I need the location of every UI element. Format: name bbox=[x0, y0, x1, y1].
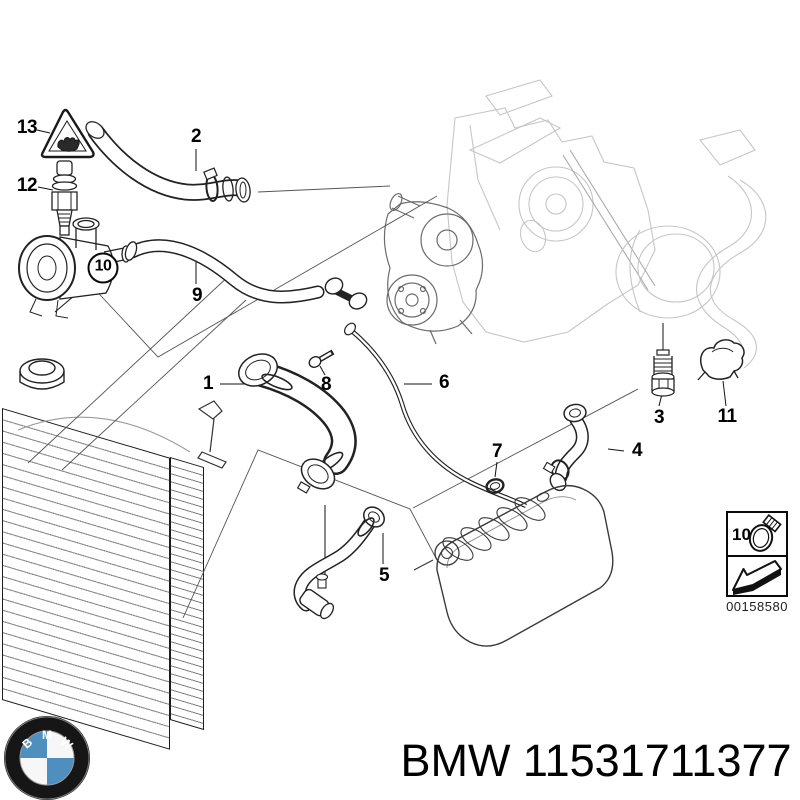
callout-leader-lines bbox=[36, 129, 727, 576]
callout-10: 10 bbox=[87, 252, 119, 284]
water-pump-outline bbox=[383, 192, 484, 345]
logo-letter-m: M bbox=[42, 728, 52, 742]
callout-13: 13 bbox=[16, 117, 38, 138]
hose-part-4 bbox=[542, 403, 589, 492]
hose-part-9 bbox=[124, 239, 368, 310]
o-ring-part-7 bbox=[485, 478, 505, 494]
engine-block-outline bbox=[17, 79, 767, 453]
part-number-label: BMW 11531711377 bbox=[400, 735, 792, 786]
hose-clamp-icon bbox=[748, 514, 782, 552]
callout-2: 2 bbox=[190, 126, 202, 147]
callout-6: 6 bbox=[438, 372, 450, 393]
callout-11: 11 bbox=[717, 406, 737, 427]
callout-5: 5 bbox=[378, 565, 390, 586]
bmw-roundel-logo: B M W bbox=[4, 716, 90, 800]
oil-cooler bbox=[413, 484, 614, 647]
callout-7: 7 bbox=[491, 441, 503, 462]
bolt-part-8 bbox=[308, 349, 335, 368]
direction-arrow-icon bbox=[732, 560, 782, 595]
hose-part-1 bbox=[238, 353, 357, 494]
callout-4: 4 bbox=[631, 440, 643, 461]
hose-part-5 bbox=[293, 506, 385, 620]
callout-1: 1 bbox=[202, 373, 214, 394]
bleed-screw-part-3 bbox=[651, 349, 675, 397]
retaining-clip-part-11 bbox=[697, 339, 745, 381]
callout-3: 3 bbox=[653, 407, 665, 428]
cooling-system-diagram bbox=[17, 79, 767, 647]
section-frame-lines bbox=[27, 185, 639, 619]
legend-box: 10 bbox=[726, 511, 788, 597]
image-number: 00158580 bbox=[726, 599, 788, 614]
callout-9: 9 bbox=[191, 285, 203, 306]
hose-part-2 bbox=[85, 121, 251, 203]
legend-clamp-cell: 10 bbox=[728, 513, 786, 557]
temperature-sensor-part-12 bbox=[51, 160, 78, 236]
vent-pipe-part-6 bbox=[343, 322, 528, 509]
radiator-bracket bbox=[197, 400, 227, 469]
warning-triangle-icon bbox=[40, 108, 95, 159]
callout-12: 12 bbox=[16, 175, 38, 196]
legend-ref-number: 10 bbox=[732, 525, 751, 544]
radiator-cap bbox=[19, 358, 65, 390]
callout-8: 8 bbox=[320, 374, 332, 395]
